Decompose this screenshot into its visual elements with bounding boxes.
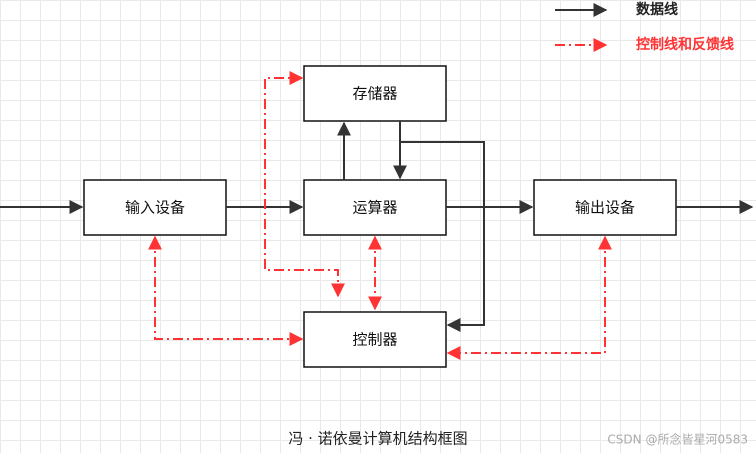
input-device-box: 输入设备	[83, 179, 227, 236]
legend-control-line-label: 控制线和反馈线	[636, 36, 734, 53]
output-device-box: 输出设备	[533, 179, 677, 236]
output-device-label: 输出设备	[575, 199, 635, 217]
alu-label: 运算器	[352, 199, 397, 217]
alu-box: 运算器	[303, 179, 447, 236]
controller-box: 控制器	[303, 311, 447, 368]
diagram-caption: 冯 · 诺依曼计算机结构框图	[288, 430, 467, 448]
controller-label: 控制器	[352, 331, 397, 349]
legend: 数据线 控制线和反馈线	[555, 1, 734, 53]
memory-label: 存储器	[352, 85, 397, 103]
control-line-controller-memory	[264, 71, 345, 298]
memory-box: 存储器	[303, 65, 447, 122]
control-line-controller-input	[148, 235, 304, 346]
control-line-controller-output	[446, 235, 612, 360]
legend-data-line-label: 数据线	[636, 1, 678, 18]
input-device-label: 输入设备	[125, 199, 185, 217]
watermark: CSDN @所念皆星河0583	[607, 432, 748, 447]
